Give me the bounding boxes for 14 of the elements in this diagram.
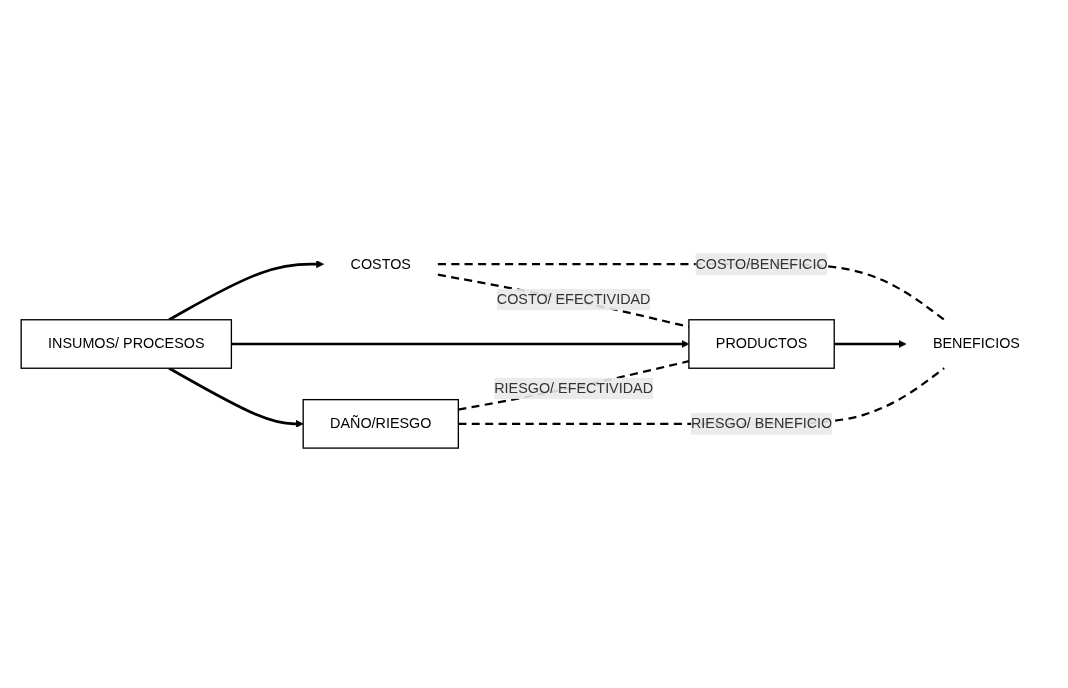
connector — [437, 263, 945, 321]
node-box: INSUMOS/ PROCESOS — [20, 319, 233, 369]
edge-label: RIESGO/ EFECTIVIDAD — [494, 380, 654, 396]
edge-label: RIESGO/ BENEFICIO — [690, 415, 833, 432]
edge-label: COSTO/ EFECTIVIDAD — [496, 291, 651, 307]
node-box: PRODUCTOS — [688, 319, 835, 369]
node-text: BENEFICIOS — [932, 335, 1020, 352]
edge-label: COSTO/BENEFICIO — [695, 256, 828, 272]
connector — [458, 367, 945, 425]
arrow — [168, 367, 304, 428]
node-text: COSTOS — [350, 256, 411, 272]
node-box: DAÑO/RIESGO — [302, 398, 460, 449]
arrow — [168, 260, 324, 321]
arrow — [834, 340, 907, 348]
